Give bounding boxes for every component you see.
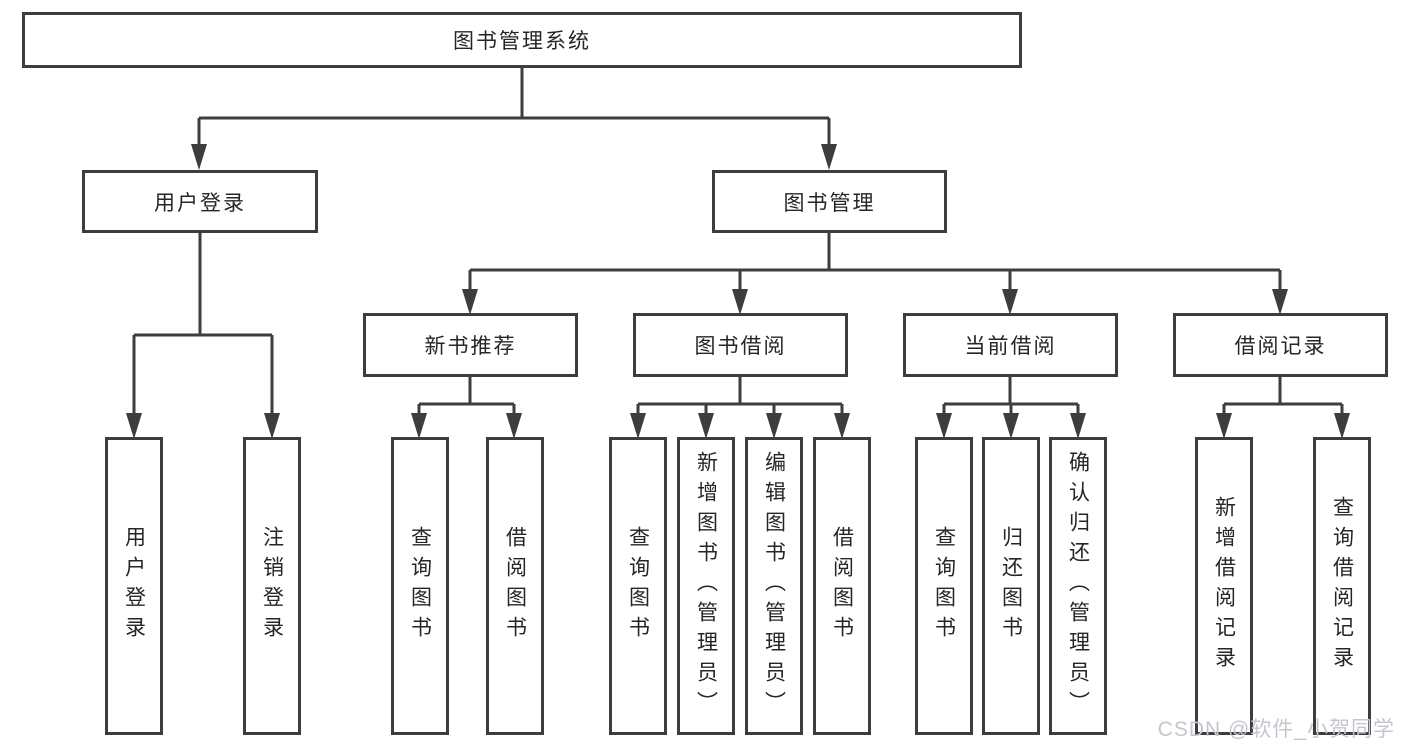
- leaf-query-borrow-record: 查询借阅记录: [1313, 437, 1371, 735]
- leaf-add-borrow-record: 新增借阅记录: [1195, 437, 1253, 735]
- connector-userlogin-to-leaves: [132, 233, 274, 415]
- connector-currentborrow-to-leaves: [942, 377, 1080, 415]
- node-borrowing-records: 借阅记录: [1173, 313, 1388, 377]
- leaf-user-login: 用户登录: [105, 437, 163, 735]
- leaf-return-books: 归还图书: [982, 437, 1040, 735]
- leaf-borrow-books: 借阅图书: [813, 437, 871, 735]
- leaf-query-books-current: 查询图书: [915, 437, 973, 735]
- node-book-borrowing: 图书借阅: [633, 313, 848, 377]
- node-library-management-system: 图书管理系统: [22, 12, 1022, 68]
- connector-borrowrecord-to-leaves: [1222, 377, 1344, 415]
- arrowheads: [126, 144, 1350, 439]
- csdn-watermark: CSDN @软件_小贺同学: [1157, 718, 1395, 741]
- node-book-management: 图书管理: [712, 170, 947, 233]
- leaf-logout: 注销登录: [243, 437, 301, 735]
- leaf-edit-books-admin: 编辑图书（管理员）: [745, 437, 803, 735]
- leaf-borrow-books-newrec: 借阅图书: [486, 437, 544, 735]
- node-current-borrowing: 当前借阅: [903, 313, 1118, 377]
- leaf-confirm-return-admin: 确认归还（管理员）: [1049, 437, 1107, 735]
- node-user-login: 用户登录: [82, 170, 318, 233]
- leaf-add-books-admin: 新增图书（管理员）: [677, 437, 735, 735]
- node-new-book-recommend: 新书推荐: [363, 313, 578, 377]
- connector-root-to-level1: [197, 68, 831, 146]
- connector-bookborrow-to-leaves: [636, 377, 844, 415]
- connector-bookmgmt-to-level2: [468, 233, 1282, 291]
- leaf-query-books-newrec: 查询图书: [391, 437, 449, 735]
- leaf-query-books-borrow: 查询图书: [609, 437, 667, 735]
- connector-newbook-to-leaves: [417, 377, 516, 415]
